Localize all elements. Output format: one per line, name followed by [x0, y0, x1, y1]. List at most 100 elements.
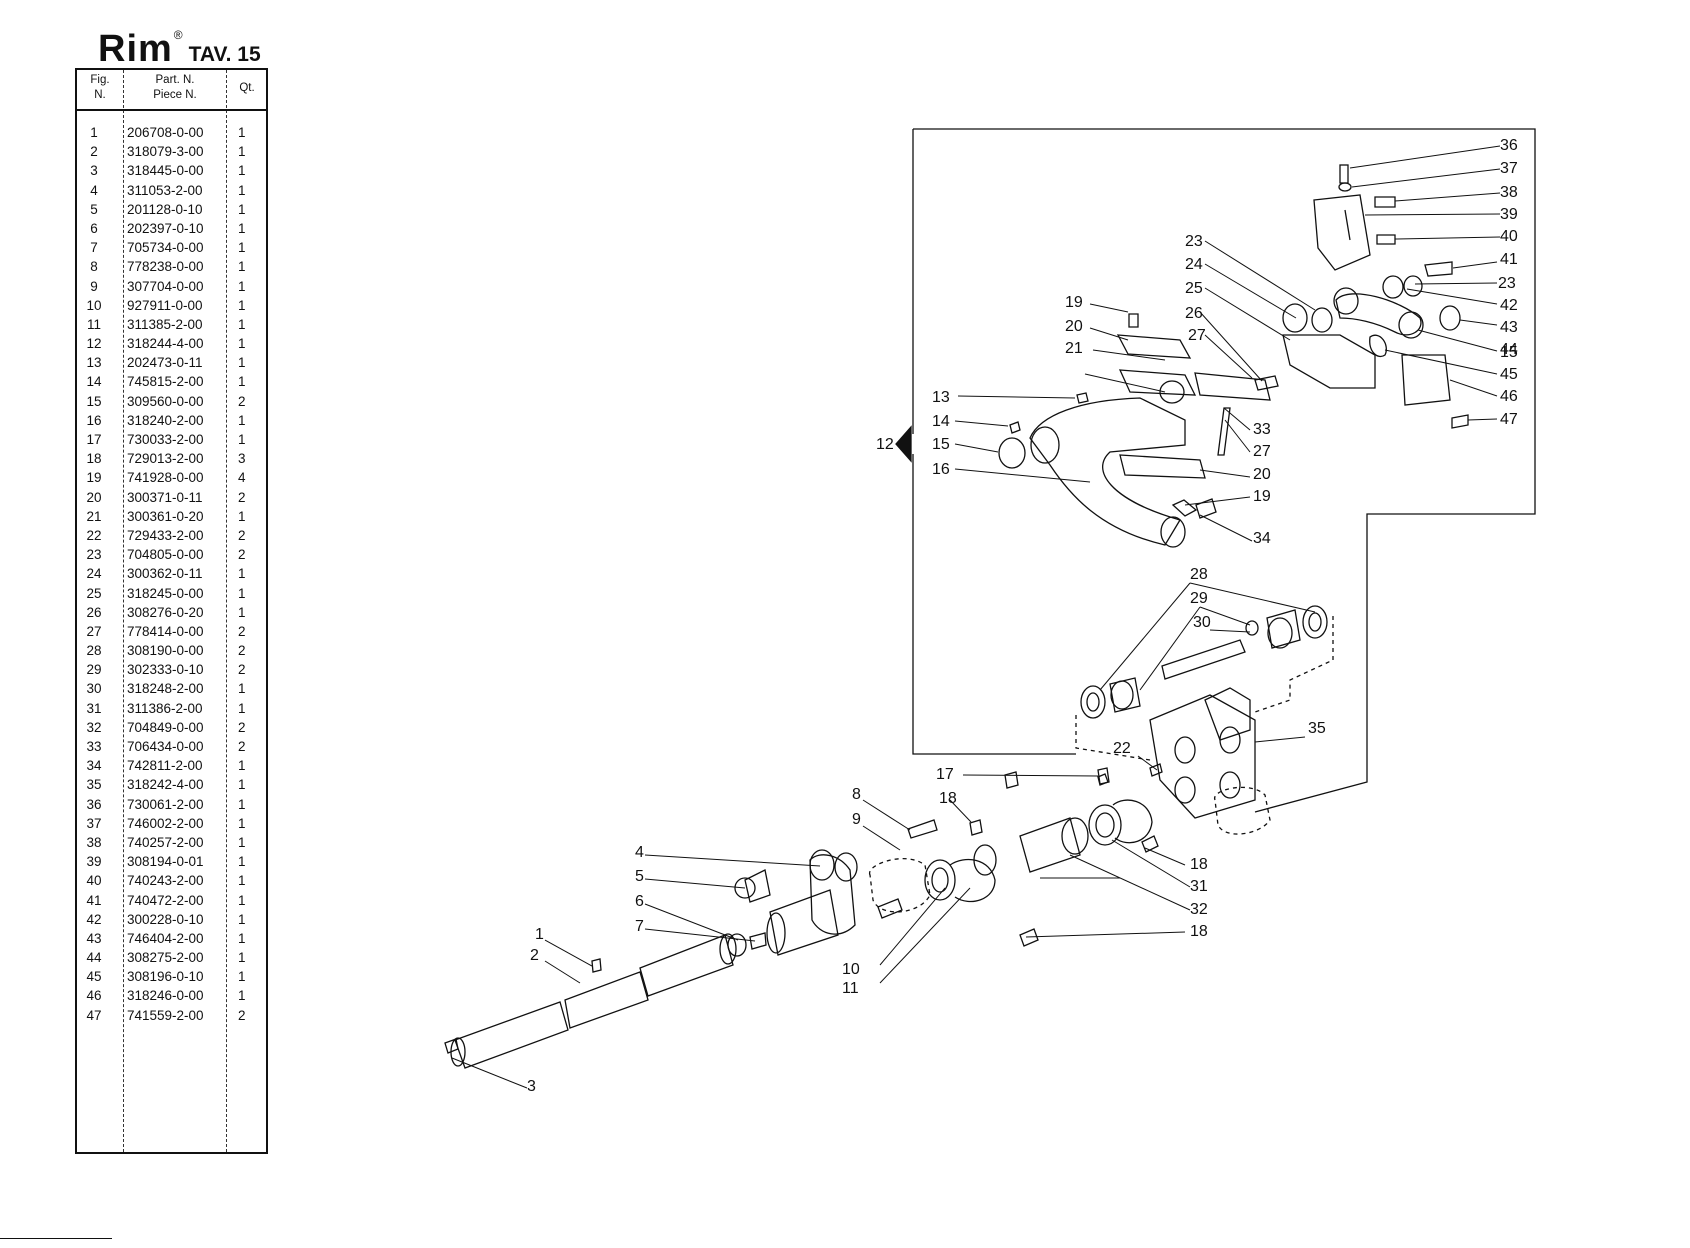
header-part: Part. N. Piece N. — [125, 73, 225, 103]
cell-qty: 2 — [238, 1007, 246, 1023]
callout-31: 31 — [1190, 878, 1208, 895]
cell-qty: 1 — [238, 355, 246, 371]
cell-fig: 33 — [86, 739, 102, 754]
cell-qty: 1 — [238, 278, 246, 294]
cell-qty: 4 — [238, 470, 246, 486]
header-fig: Fig. N. — [79, 73, 121, 103]
cell-part: 308196-0-10 — [127, 969, 204, 985]
cell-fig: 18 — [86, 451, 102, 467]
cell-part: 746404-2-00 — [127, 930, 204, 946]
registered-mark: ® — [173, 28, 183, 42]
callout-34: 34 — [1253, 530, 1271, 547]
cell-fig: 26 — [86, 604, 102, 620]
cell-qty: 1 — [238, 297, 246, 313]
cell-fig: 21 — [86, 508, 102, 524]
cell-fig: 19 — [86, 470, 102, 486]
detail-frame-upper — [913, 128, 1536, 559]
cell-qty: 1 — [238, 988, 246, 1004]
cell-fig: 16 — [86, 412, 102, 428]
cell-fig: 5 — [90, 201, 98, 217]
callout-36: 36 — [1500, 137, 1518, 154]
callout-18: 18 — [1190, 856, 1208, 873]
callout-27: 27 — [1188, 327, 1206, 344]
callout-7: 7 — [635, 918, 644, 935]
cell-qty: 1 — [238, 950, 246, 966]
cell-fig: 12 — [86, 336, 102, 352]
cell-part: 308190-0-00 — [127, 643, 204, 659]
cell-part: 706434-0-00 — [127, 739, 204, 754]
cell-fig: 17 — [86, 432, 102, 447]
cell-qty: 1 — [238, 432, 246, 447]
callout-35: 35 — [1308, 720, 1326, 737]
cell-fig: 46 — [86, 988, 102, 1004]
cell-qty: 1 — [238, 566, 246, 582]
callout-18: 18 — [1190, 923, 1208, 940]
callout-39: 39 — [1500, 206, 1518, 223]
cell-part: 704849-0-00 — [127, 719, 204, 735]
cell-fig: 4 — [90, 182, 98, 198]
cell-fig: 45 — [86, 969, 102, 985]
upper-plates — [1116, 334, 1271, 401]
cell-part: 778414-0-00 — [127, 623, 204, 639]
cell-part: 308276-0-20 — [127, 604, 204, 620]
cell-part: 318240-2-00 — [127, 412, 204, 428]
cell-fig: 3 — [90, 163, 98, 179]
cell-fig: 2 — [90, 144, 98, 160]
cell-qty: 1 — [238, 240, 246, 256]
cell-qty: 2 — [238, 489, 246, 505]
callout-28: 28 — [1190, 566, 1208, 583]
footer-rule — [0, 1238, 112, 1239]
cell-qty: 1 — [238, 220, 246, 236]
cell-qty: 1 — [238, 182, 246, 198]
cell-qty: 1 — [238, 873, 246, 889]
callout-45: 45 — [1500, 366, 1518, 383]
table-row: 47 741559-2-00 2 — [77, 1006, 266, 1025]
cell-fig: 8 — [90, 259, 98, 275]
callout-27: 27 — [1253, 443, 1271, 460]
callout-41: 41 — [1500, 251, 1518, 268]
cell-qty: 1 — [238, 201, 246, 217]
cell-qty: 1 — [238, 834, 246, 850]
cell-qty: 1 — [238, 316, 246, 332]
callout-18: 18 — [939, 790, 957, 807]
callout-15: 15 — [932, 436, 950, 453]
callout-8: 8 — [852, 786, 861, 803]
cell-qty: 1 — [238, 700, 246, 716]
cell-fig: 34 — [86, 758, 102, 774]
cell-part: 740257-2-00 — [127, 834, 204, 850]
link-assembly — [1128, 164, 1469, 429]
cell-part: 318242-4-00 — [127, 777, 204, 793]
cell-qty: 1 — [238, 777, 246, 793]
callout-20: 20 — [1065, 318, 1083, 335]
callout-3: 3 — [527, 1078, 536, 1095]
callout-10: 10 — [842, 961, 860, 978]
callout-2: 2 — [530, 947, 539, 964]
cell-part: 741559-2-00 — [127, 1007, 204, 1023]
cell-fig: 44 — [86, 950, 102, 966]
cell-fig: 1 — [90, 125, 98, 140]
cell-qty: 2 — [238, 393, 246, 409]
table-ref: TAV. 15 — [188, 43, 261, 66]
callout-37: 37 — [1500, 160, 1518, 177]
detail-pointer — [895, 425, 912, 463]
cell-fig: 47 — [86, 1007, 102, 1023]
callout-20: 20 — [1253, 466, 1271, 483]
cell-part: 745815-2-00 — [127, 374, 204, 390]
cell-part: 705734-0-00 — [127, 240, 204, 256]
